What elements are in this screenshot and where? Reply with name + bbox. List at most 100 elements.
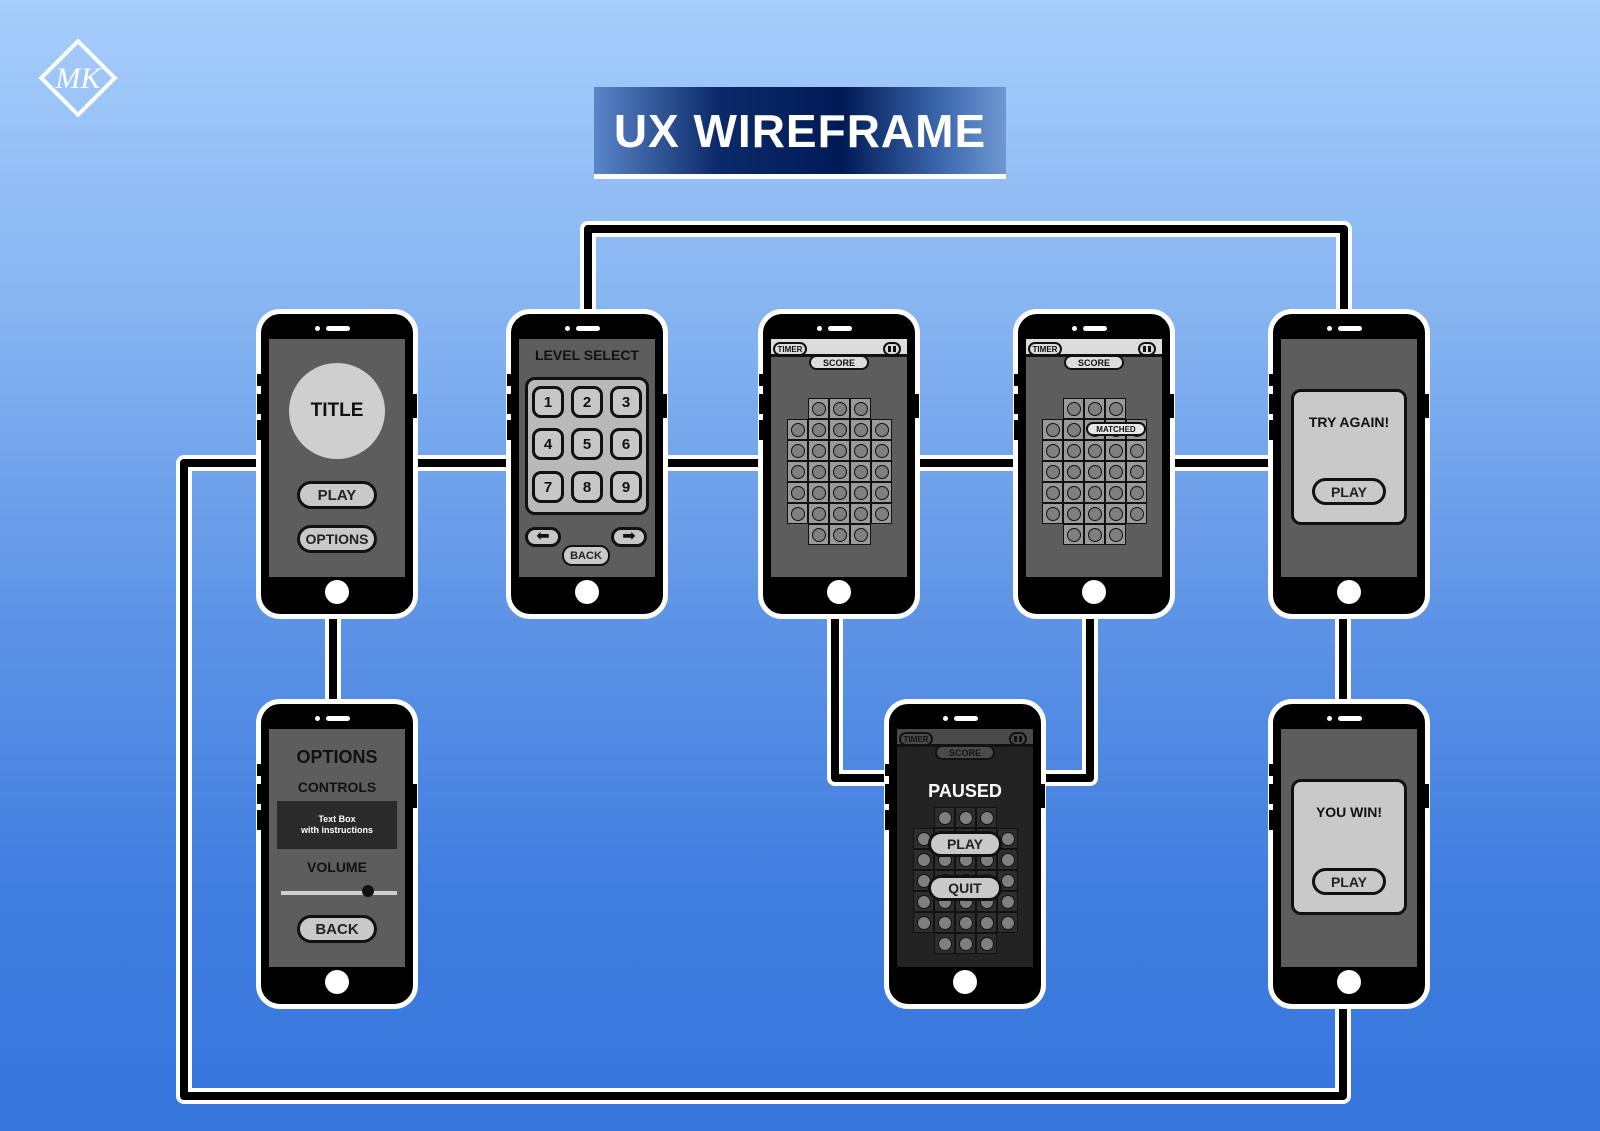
game-tile[interactable] [1126, 440, 1147, 461]
pause-button-icon[interactable] [1138, 342, 1156, 356]
game-tile[interactable] [787, 461, 808, 482]
prev-arrow-button[interactable]: ⬅ [525, 527, 561, 547]
back-button[interactable]: BACK [297, 915, 377, 943]
game-tile[interactable] [1084, 461, 1105, 482]
game-tile[interactable] [787, 503, 808, 524]
game-tile[interactable] [808, 419, 829, 440]
game-tile[interactable] [850, 482, 871, 503]
game-tile[interactable] [1042, 503, 1063, 524]
game-tile[interactable] [913, 891, 934, 912]
game-tile[interactable] [808, 440, 829, 461]
volume-slider-handle[interactable] [362, 885, 374, 897]
game-tile[interactable] [808, 482, 829, 503]
play-button[interactable]: PLAY [1312, 478, 1386, 505]
next-arrow-button[interactable]: ➡ [611, 527, 647, 547]
game-tile[interactable] [955, 807, 976, 828]
game-tile[interactable] [913, 849, 934, 870]
game-tile[interactable] [1084, 398, 1105, 419]
level-6-button[interactable]: 6 [610, 428, 642, 460]
game-tile[interactable] [997, 870, 1018, 891]
game-tile[interactable] [1063, 398, 1084, 419]
game-tile[interactable] [1084, 503, 1105, 524]
game-tile[interactable] [1063, 503, 1084, 524]
play-button[interactable]: PLAY [1312, 868, 1386, 895]
game-tile[interactable] [787, 482, 808, 503]
level-9-button[interactable]: 9 [610, 471, 642, 503]
game-tile[interactable] [808, 398, 829, 419]
game-tile[interactable] [997, 849, 1018, 870]
game-tile[interactable] [1042, 482, 1063, 503]
game-tile[interactable] [871, 440, 892, 461]
quit-button[interactable]: QUIT [928, 875, 1002, 901]
game-tile[interactable] [871, 482, 892, 503]
game-tile[interactable] [1063, 440, 1084, 461]
game-tile[interactable] [955, 933, 976, 954]
game-tile[interactable] [1105, 461, 1126, 482]
game-tile[interactable] [871, 419, 892, 440]
game-tile[interactable] [997, 912, 1018, 933]
game-tile[interactable] [1105, 524, 1126, 545]
game-tile[interactable] [871, 461, 892, 482]
game-tile[interactable] [976, 933, 997, 954]
level-8-button[interactable]: 8 [571, 471, 603, 503]
game-tile[interactable] [829, 482, 850, 503]
game-tile[interactable] [829, 461, 850, 482]
game-tile[interactable] [1105, 398, 1126, 419]
game-tile[interactable] [997, 828, 1018, 849]
pause-button-icon[interactable] [883, 342, 901, 356]
level-4-button[interactable]: 4 [532, 428, 564, 460]
game-tile[interactable] [1063, 419, 1084, 440]
game-tile[interactable] [1042, 461, 1063, 482]
game-tile[interactable] [955, 912, 976, 933]
game-tile[interactable] [1063, 482, 1084, 503]
game-tile[interactable] [913, 912, 934, 933]
level-3-button[interactable]: 3 [610, 386, 642, 418]
game-tile[interactable] [787, 419, 808, 440]
game-tile[interactable] [871, 503, 892, 524]
game-tile[interactable] [934, 912, 955, 933]
volume-slider-track[interactable] [281, 891, 397, 895]
level-5-button[interactable]: 5 [571, 428, 603, 460]
game-tile[interactable] [976, 912, 997, 933]
game-tile[interactable] [808, 461, 829, 482]
game-tile[interactable] [1042, 419, 1063, 440]
game-tile[interactable] [850, 419, 871, 440]
level-2-button[interactable]: 2 [571, 386, 603, 418]
game-tile[interactable] [850, 461, 871, 482]
game-tile[interactable] [787, 440, 808, 461]
game-tile[interactable] [976, 807, 997, 828]
game-tile[interactable] [1063, 524, 1084, 545]
game-tile[interactable] [1042, 440, 1063, 461]
game-tile[interactable] [829, 419, 850, 440]
back-button[interactable]: BACK [562, 545, 610, 566]
game-tile[interactable] [1105, 482, 1126, 503]
game-tile[interactable] [850, 524, 871, 545]
game-tile[interactable] [1084, 524, 1105, 545]
game-tile[interactable] [934, 933, 955, 954]
game-tile[interactable] [1084, 482, 1105, 503]
game-tile[interactable] [1126, 482, 1147, 503]
game-tile[interactable] [829, 524, 850, 545]
game-tile[interactable] [829, 398, 850, 419]
game-tile[interactable] [850, 440, 871, 461]
game-tile[interactable] [850, 503, 871, 524]
game-tile[interactable] [934, 807, 955, 828]
play-button[interactable]: PLAY [928, 831, 1002, 857]
options-button[interactable]: OPTIONS [297, 525, 377, 553]
level-1-button[interactable]: 1 [532, 386, 564, 418]
play-button[interactable]: PLAY [297, 481, 377, 509]
game-tile[interactable] [829, 503, 850, 524]
game-tile[interactable] [829, 440, 850, 461]
game-tile[interactable] [850, 398, 871, 419]
game-tile[interactable] [1105, 503, 1126, 524]
game-tile[interactable] [808, 524, 829, 545]
game-tile[interactable] [808, 503, 829, 524]
pause-button-icon[interactable] [1009, 732, 1027, 746]
game-tile[interactable] [997, 891, 1018, 912]
level-7-button[interactable]: 7 [532, 471, 564, 503]
game-tile[interactable] [1105, 440, 1126, 461]
game-tile[interactable] [1084, 440, 1105, 461]
game-tile[interactable] [1126, 461, 1147, 482]
game-tile[interactable] [1063, 461, 1084, 482]
game-tile[interactable] [1126, 503, 1147, 524]
